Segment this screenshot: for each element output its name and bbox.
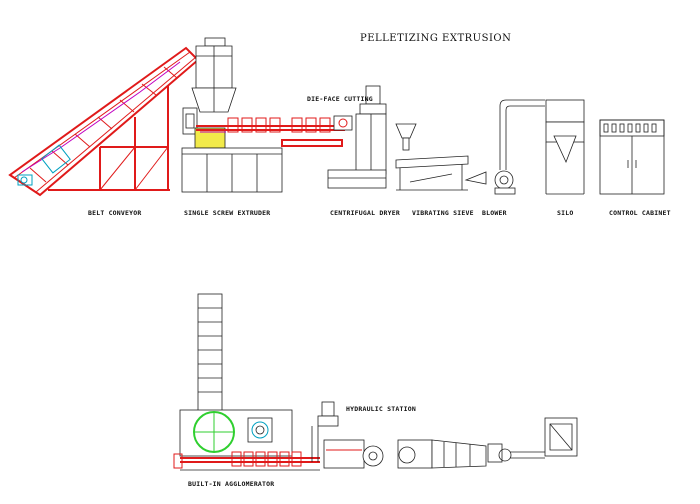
label-centrifugal-dryer: CENTRIFUGAL DRYER — [330, 209, 400, 217]
label-control-cabinet: CONTROL CABINET — [609, 209, 671, 217]
die-face-cutting — [333, 115, 353, 131]
label-silo: SILO — [557, 209, 574, 217]
label-hydraulic-station: HYDRAULIC STATION — [346, 405, 416, 413]
centrifugal-dryer — [327, 85, 417, 189]
label-built-in-agglomerator: BUILT-IN AGGLOMERATOR — [188, 480, 275, 488]
agglomerator-line — [173, 293, 320, 471]
vibrating-sieve — [395, 155, 469, 191]
label-belt-conveyor: BELT CONVEYOR — [88, 209, 142, 217]
label-blower: BLOWER — [482, 209, 507, 217]
label-single-screw-extruder: SINGLE SCREW EXTRUDER — [184, 209, 271, 217]
single-screw-extruder — [181, 37, 345, 193]
hydraulic-station — [311, 401, 339, 462]
blower — [464, 99, 545, 195]
label-die-face-cutting: DIE-FACE CUTTING — [307, 95, 373, 103]
belt-conveyor — [8, 46, 200, 197]
silo — [545, 99, 585, 195]
diagram-title: PELLETIZING EXTRUSION — [360, 33, 512, 44]
control-cabinet — [599, 119, 665, 195]
label-vibrating-sieve: VIBRATING SIEVE — [412, 209, 474, 217]
bottom-downstream-units — [323, 417, 578, 469]
